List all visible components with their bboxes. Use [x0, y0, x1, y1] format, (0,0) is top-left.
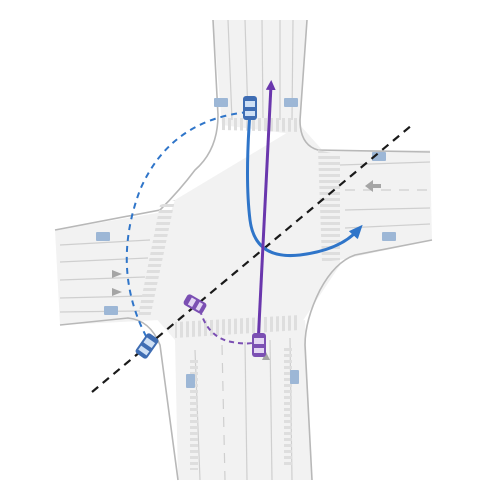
east-road	[312, 150, 432, 260]
blue-dashed-arc-path	[125, 111, 249, 341]
vehicle-purple-south	[252, 333, 266, 357]
crosswalks	[138, 118, 340, 338]
south-road	[175, 320, 312, 480]
vehicle-blue-southwest	[135, 333, 159, 359]
sign-west-bottom	[104, 306, 118, 315]
sign-north-right	[284, 98, 298, 107]
center-box	[140, 125, 340, 340]
curb-ne	[299, 19, 431, 153]
arrow-marking-west-2	[112, 288, 122, 296]
crosswalk-north	[222, 118, 300, 132]
curbs	[54, 19, 433, 481]
vehicle-blue-north	[243, 96, 257, 120]
sign-north-left	[214, 98, 228, 107]
median-stripes	[190, 345, 292, 470]
purple-straight-path	[256, 80, 276, 346]
curb-sw	[59, 317, 179, 481]
sign-south-left	[186, 374, 195, 388]
crosswalk-east	[318, 150, 340, 262]
crosswalk-south	[175, 315, 300, 338]
sign-east-bottom	[382, 232, 396, 241]
arrow-marking-west-1	[112, 270, 122, 278]
road-surface	[55, 20, 432, 480]
curb-se	[304, 239, 433, 481]
curb-nw	[54, 19, 219, 231]
purple-dashed-arc-path	[199, 309, 257, 345]
blue-turn-path	[246, 111, 363, 258]
crosswalk-west	[138, 200, 175, 318]
turn-arrow-markings	[112, 180, 381, 360]
arrow-marking-south	[262, 352, 270, 360]
arrow-marking-east	[365, 180, 381, 192]
sign-south-right	[290, 370, 299, 384]
sign-west-top	[96, 232, 110, 241]
vehicle-purple-west	[183, 294, 207, 314]
north-road	[213, 20, 307, 135]
